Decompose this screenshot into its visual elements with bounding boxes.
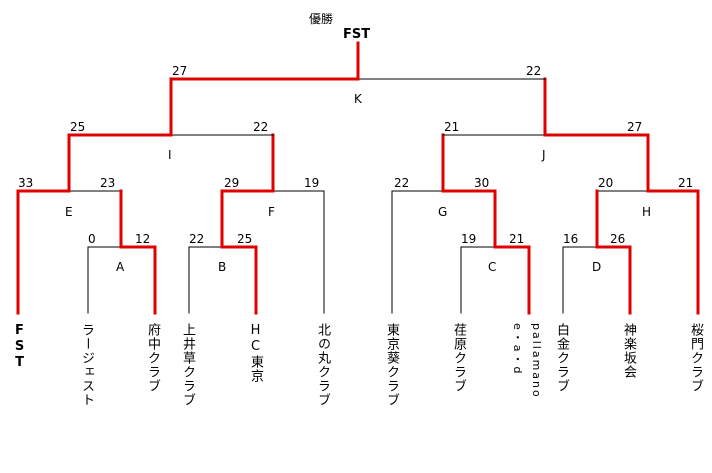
score-k-left: 27 (172, 64, 188, 78)
bracket-title: 優勝 (309, 12, 334, 26)
match-label-c: C (488, 260, 497, 274)
score-b-left: 22 (189, 232, 205, 246)
score-j-right: 27 (627, 120, 643, 134)
score-e-left: 33 (18, 176, 34, 190)
match-label-k: K (354, 92, 362, 106)
score-b-right: 25 (237, 232, 253, 246)
score-d-left: 16 (563, 232, 579, 246)
score-c-right: 21 (509, 232, 525, 246)
score-g-right: 30 (474, 176, 490, 190)
team-name-tokyo-aoi-club: 東京葵クラブ (384, 323, 399, 407)
team-name-largest: ラージェスト (79, 323, 94, 407)
team-name-hc-tokyo: HC東京 (248, 323, 263, 383)
score-d-right: 26 (610, 232, 626, 246)
team-name-ebara-club: 荏原クラブ (451, 323, 466, 393)
score-h-left: 20 (598, 176, 614, 190)
score-h-right: 21 (678, 176, 694, 190)
match-label-e: E (65, 205, 73, 219)
score-a-right: 12 (135, 232, 151, 246)
match-label-b: B (218, 260, 227, 274)
match-label-a: A (116, 260, 125, 274)
match-label-i: I (168, 148, 172, 162)
score-f-left: 29 (224, 176, 240, 190)
team-name-fuchu-club: 府中クラブ (145, 323, 160, 393)
match-label-j: J (542, 148, 546, 162)
team-name-ead: e・a・d (511, 323, 524, 376)
score-g-left: 22 (394, 176, 410, 190)
score-e-right: 23 (100, 176, 116, 190)
match-label-h: H (642, 205, 652, 219)
match-label-f: F (268, 205, 275, 219)
team-name-kagurazaka-kai: 神楽坂会 (621, 323, 636, 379)
team-name-shirokane-club: 白金クラブ (554, 323, 569, 393)
team-name-fst: FST (12, 323, 27, 371)
team-name-kamiigusa-club: 上井草クラブ (180, 323, 195, 407)
match-label-g: G (438, 205, 448, 219)
team-name-oumon-club: 桜門クラブ (688, 323, 703, 393)
score-j-left: 21 (444, 120, 460, 134)
score-a-left: 0 (88, 232, 96, 246)
score-f-right: 19 (304, 176, 320, 190)
team-name-kitanomaru-club: 北の丸クラブ (315, 323, 330, 407)
score-c-left: 19 (461, 232, 477, 246)
score-i-right: 22 (253, 120, 269, 134)
champion-name: FST (343, 27, 371, 42)
match-label-d: D (592, 260, 602, 274)
score-i-left: 25 (70, 120, 86, 134)
score-k-right: 22 (526, 64, 542, 78)
team-name-pallamano: pallamano (530, 323, 543, 399)
